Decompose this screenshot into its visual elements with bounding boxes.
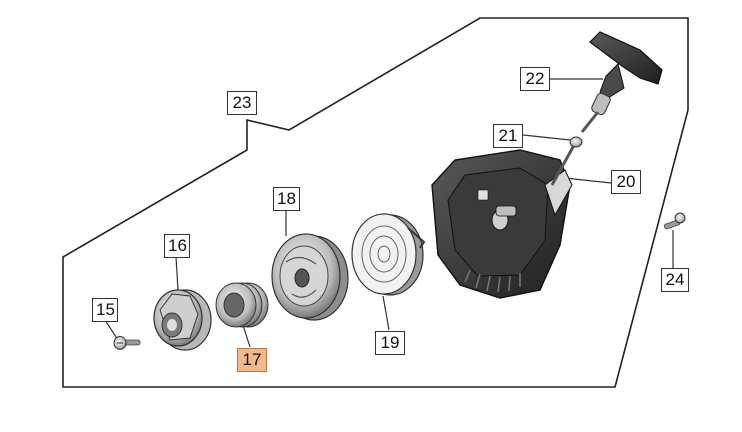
part-18-pulley <box>271 233 349 321</box>
part-20-starter-housing <box>431 149 573 299</box>
callout-21: 21 <box>493 124 523 148</box>
part-16-pawl-carrier <box>153 289 212 351</box>
part-24-bolt <box>663 212 686 230</box>
part-17-spring <box>215 282 269 328</box>
callout-15: 15 <box>92 298 118 322</box>
callout-22: 22 <box>520 67 550 91</box>
kit-outline <box>62 17 689 388</box>
part-22-starter-handle <box>580 31 663 133</box>
part-21-grommet <box>550 136 583 186</box>
callout-23: 23 <box>227 91 257 115</box>
callout-19: 19 <box>375 331 405 355</box>
part-19-recoil-spring <box>351 213 426 296</box>
part-15-screw <box>113 336 141 350</box>
callout-17: 17 <box>237 348 267 372</box>
callout-24: 24 <box>661 268 689 292</box>
callout-16: 16 <box>164 234 190 258</box>
callout-18: 18 <box>273 187 300 211</box>
callout-20: 20 <box>611 170 641 194</box>
